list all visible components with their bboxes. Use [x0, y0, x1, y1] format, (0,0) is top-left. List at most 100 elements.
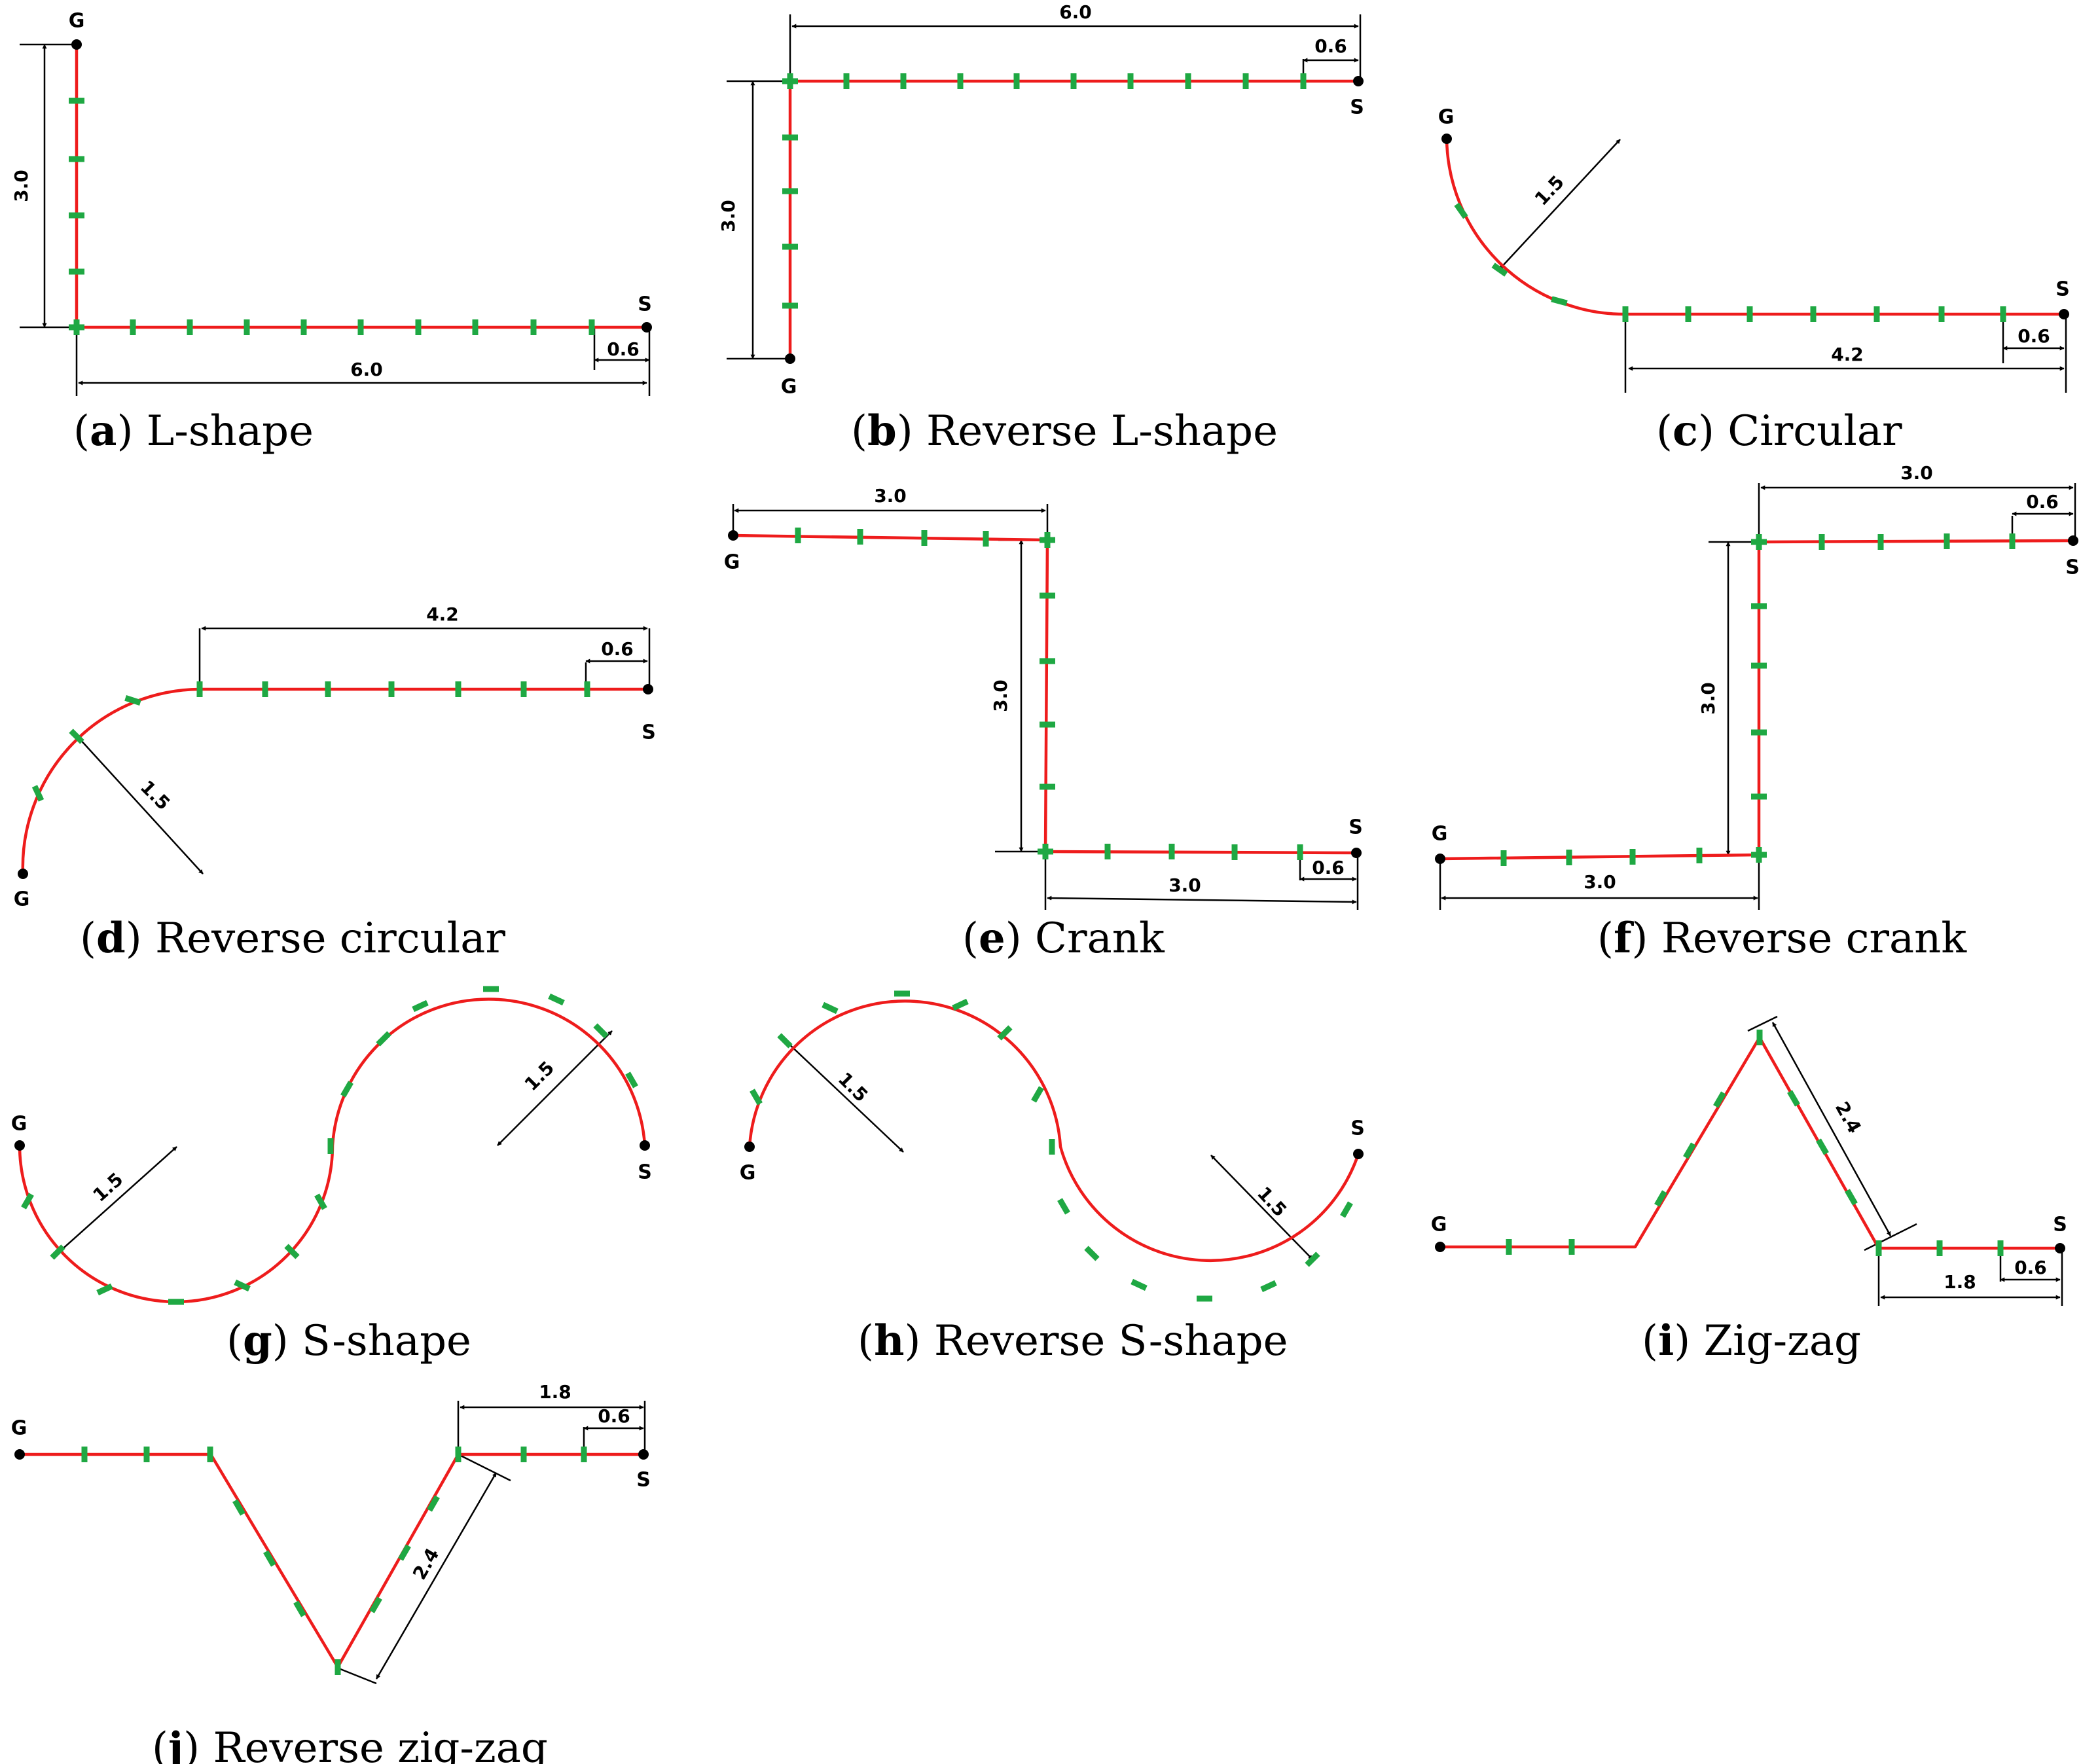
panel-a-waypoint-mark: [69, 98, 84, 104]
panel-e-trajectory: [733, 533, 1357, 855]
panel-c-waypoint-mark: [1746, 306, 1753, 322]
panel-b-waypoint-mark: [782, 134, 798, 141]
panel-d-trajectory: [21, 687, 648, 874]
panel-j-caption-close: ): [183, 1724, 213, 1764]
panel-d-dimension-label: 4.2: [426, 603, 459, 625]
panel-f-dimension-label: 3.0: [1697, 682, 1719, 715]
panel-i-caption-letter: i: [1658, 1316, 1674, 1365]
panel-g-waypoint-mark: [234, 1279, 251, 1292]
panel-f-waypoint-mark: [1877, 534, 1884, 550]
panel-j-waypoint-mark: [207, 1447, 213, 1462]
panel-e-dimension-label: 3.0: [990, 679, 1011, 712]
panel-f-caption-close: ): [1632, 914, 1661, 963]
panel-j-waypoint-mark: [427, 1495, 440, 1512]
panel-i-start-label: S: [2053, 1214, 2067, 1236]
panel-e-dimension-label: 3.0: [1168, 874, 1201, 896]
panel-d-goal-label: G: [14, 888, 30, 911]
panel-e-waypoint-mark: [795, 528, 801, 543]
panel-a-start-point: [642, 322, 652, 333]
panel-i-waypoint-mark: [1936, 1240, 1943, 1256]
panel-e-caption-title: Crank: [1035, 914, 1165, 963]
panel-i-extension-line: [1747, 1015, 1778, 1032]
panel-d-caption-title: Reverse circular: [155, 914, 505, 963]
panel-c-waypoint-mark: [1938, 306, 1945, 322]
panel-i-trajectory: [1440, 1035, 2060, 1250]
panel-d-waypoint-mark: [31, 785, 45, 802]
panel-h-caption-open: (: [858, 1317, 874, 1365]
panel-a-waypoint-mark: [472, 319, 479, 335]
panel-j-waypoint-mark: [263, 1550, 276, 1567]
panel-b-goal-point: [785, 353, 795, 364]
panel-d-dimension-label: 0.6: [601, 638, 634, 660]
panel-h-waypoint-mark: [1057, 1198, 1070, 1215]
panel-i-dimension-arrow: [1771, 1022, 1892, 1236]
panel-e-waypoint-mark: [1044, 532, 1051, 548]
panel-h-waypoint-mark: [1049, 1139, 1055, 1155]
panel-j-waypoint-mark: [398, 1544, 411, 1561]
panel-j-waypoint-mark: [455, 1447, 461, 1462]
panel-g-waypoint-mark: [340, 1081, 353, 1098]
panel-e-caption-open: (: [962, 914, 979, 963]
panel-g-waypoint-mark: [483, 986, 499, 992]
panel-b-caption-letter: b: [867, 406, 897, 456]
panel-c-goal-point: [1441, 134, 1452, 144]
panel-b-caption-title: Reverse L-shape: [926, 407, 1278, 456]
panel-d-waypoint-mark: [520, 681, 527, 697]
panel-f-goal-point: [1435, 854, 1445, 864]
panel-a-caption: (a) L-shape: [73, 406, 314, 456]
panel-a-waypoint-mark: [69, 268, 84, 275]
panel-a-waypoint-mark: [588, 319, 595, 335]
panel-a-goal-label: G: [69, 10, 85, 33]
panel-f-waypoint-mark: [1944, 533, 1950, 549]
panel-e-goal-point: [728, 530, 738, 541]
panel-h-start-label: S: [1350, 1117, 1365, 1140]
panel-h-caption-letter: h: [874, 1316, 905, 1365]
panel-g-dimension-arrow: [497, 1030, 613, 1146]
panel-b-waypoint-mark: [782, 188, 798, 194]
panel-g-caption-title: S-shape: [302, 1317, 471, 1365]
panel-f-waypoint-mark: [1629, 849, 1636, 865]
panel-e-waypoint-mark: [1042, 844, 1049, 859]
panel-i-waypoint-mark: [1506, 1239, 1512, 1255]
panel-g-waypoint-mark: [327, 1138, 334, 1154]
panel-d-waypoint-mark: [584, 681, 590, 697]
panel-j-caption-open: (: [152, 1724, 168, 1764]
panel-j-start-label: S: [636, 1469, 651, 1492]
panel-g-waypoint-mark: [168, 1299, 184, 1305]
panel-g-start-point: [640, 1140, 650, 1151]
panel-i-dimension-label: 0.6: [2014, 1257, 2047, 1278]
panel-g-goal-point: [14, 1140, 25, 1151]
panel-b-caption-open: (: [851, 407, 867, 456]
panel-b-caption: (b) Reverse L-shape: [851, 406, 1278, 456]
panel-e-dimension-label: 0.6: [1312, 857, 1345, 878]
panel-g-waypoint-mark: [548, 993, 565, 1006]
endpoint-dots-layer: [14, 39, 2078, 1460]
panel-f-caption-title: Reverse crank: [1661, 914, 1968, 963]
panel-j-waypoint-mark: [293, 1600, 306, 1617]
panel-g-start-label: S: [638, 1161, 652, 1184]
panel-i-waypoint-mark: [1654, 1190, 1667, 1207]
panel-c-caption-open: (: [1656, 407, 1673, 456]
panel-g-waypoint-mark: [412, 999, 429, 1013]
panel-h-start-point: [1353, 1149, 1364, 1159]
extension-lines-layer: [20, 14, 2076, 1685]
panel-i-dimension-label: 1.8: [1944, 1271, 1976, 1293]
panel-h-dimension-label: 1.5: [1253, 1183, 1291, 1221]
panel-c-start-point: [2059, 309, 2069, 319]
panel-c-trajectory: [1445, 138, 2064, 316]
panel-c-waypoint-mark: [1551, 296, 1568, 306]
panel-b-dimension-label: 3.0: [717, 200, 739, 232]
panel-a-goal-point: [71, 39, 82, 50]
panel-g-dimension-arrow: [58, 1146, 177, 1253]
dimension-arrows-layer: [42, 24, 2074, 1680]
panel-b-dimension-label: 0.6: [1314, 35, 1347, 57]
panel-e-waypoint-mark: [1040, 592, 1055, 599]
panel-h-waypoint-mark: [1197, 1295, 1212, 1302]
panel-j-waypoint-mark: [369, 1596, 382, 1613]
panel-h-waypoint-mark: [894, 990, 910, 997]
panel-e-waypoint-mark: [1168, 844, 1175, 859]
panel-i-caption-title: Zig-zag: [1704, 1317, 1861, 1365]
panel-a-waypoint-mark: [415, 319, 422, 335]
